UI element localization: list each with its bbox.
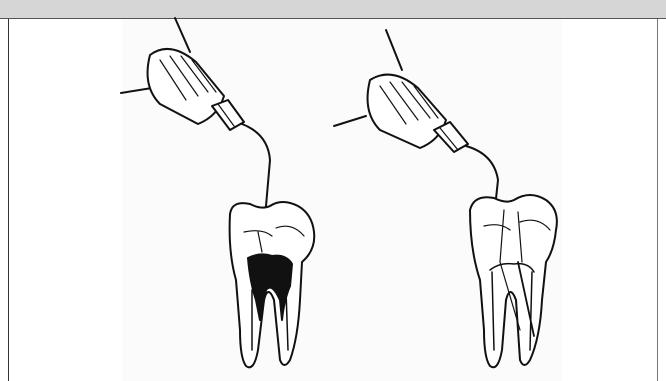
syringe-needle-into-tooth-with-dark-filled-canal-icon — [121, 18, 314, 367]
syringe-needle-into-tooth-with-clear-canal-icon — [334, 30, 557, 367]
